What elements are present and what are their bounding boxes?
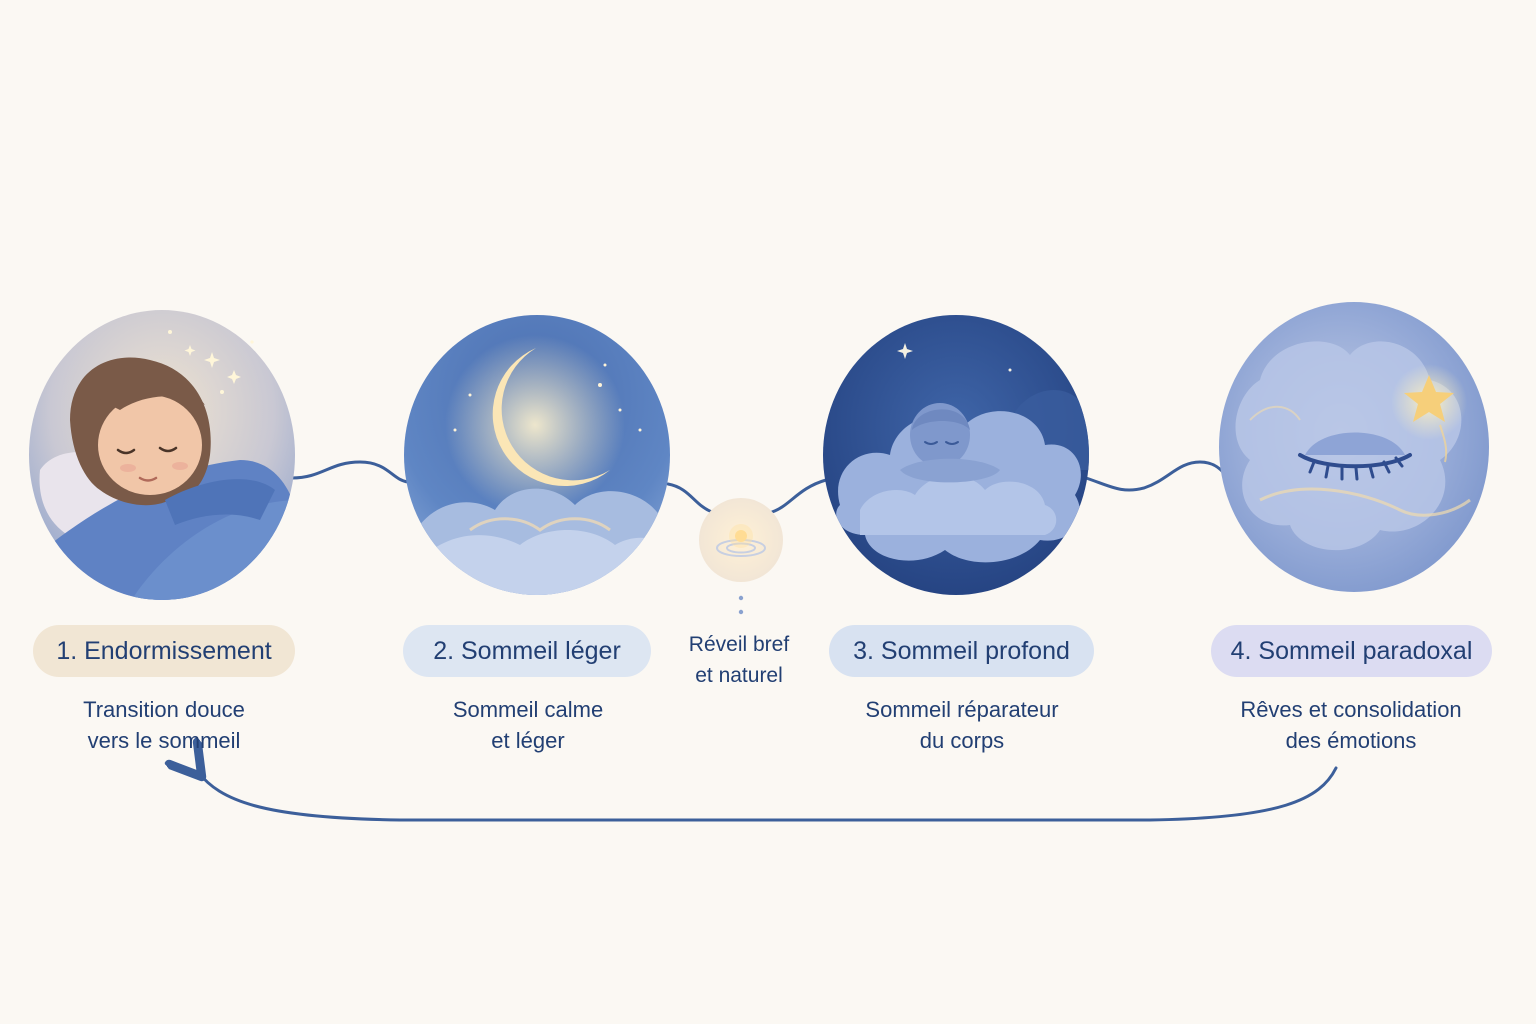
crescent-moon-icon bbox=[404, 315, 670, 595]
awakening-line2: et naturel bbox=[695, 664, 783, 687]
stage-4-desc-line1: Rêves et consolidation bbox=[1240, 697, 1462, 722]
stage-3-desc-line1: Sommeil réparateur bbox=[865, 697, 1059, 722]
stage-4-label: 4. Sommeil paradoxal bbox=[1211, 625, 1492, 677]
stage-4-desc-line2: des émotions bbox=[1285, 728, 1417, 753]
dotted-separator bbox=[738, 595, 744, 615]
water-drop-glow-icon bbox=[699, 498, 783, 582]
connector-wave-wake-3 bbox=[770, 478, 828, 514]
stage-2-desc-line2: et léger bbox=[491, 728, 565, 753]
sleeping-girl-icon bbox=[29, 310, 295, 600]
connector-wave-3-4 bbox=[1084, 460, 1228, 492]
stage-1-label: 1. Endormissement bbox=[33, 625, 295, 677]
stage-2-desc-line1: Sommeil calme bbox=[452, 697, 604, 722]
closed-eye-star-icon bbox=[1219, 302, 1489, 592]
stage-1-desc-line2: vers le sommeil bbox=[87, 728, 241, 753]
stage-3-description: Sommeil réparateur du corps bbox=[822, 694, 1102, 756]
child-on-cloud-icon bbox=[823, 315, 1089, 595]
stage-2-description: Sommeil calme et léger bbox=[388, 694, 668, 756]
stage-2-label: 2. Sommeil léger bbox=[403, 625, 651, 677]
cycle-return-arrow bbox=[198, 768, 1338, 822]
connector-wave-1-2 bbox=[290, 460, 410, 484]
stage-3-label: 3. Sommeil profond bbox=[829, 625, 1094, 677]
stage-3-desc-line2: du corps bbox=[919, 728, 1005, 753]
awakening-label: Réveil bref et naturel bbox=[659, 629, 819, 691]
stage-1-desc-line1: Transition douce bbox=[83, 697, 245, 722]
awakening-line1: Réveil bref bbox=[688, 633, 790, 656]
connector-wave-2-wake bbox=[666, 482, 714, 514]
stage-1-description: Transition douce vers le sommeil bbox=[24, 694, 304, 756]
stage-4-description: Rêves et consolidation des émotions bbox=[1211, 694, 1491, 756]
